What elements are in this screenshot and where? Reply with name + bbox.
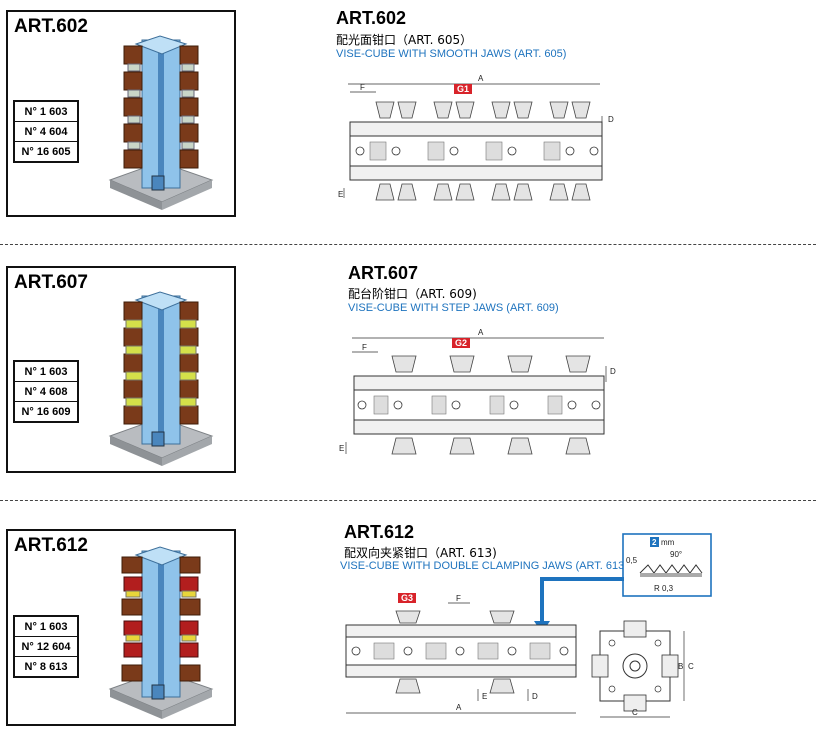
chinese-subtitle: 配双向夹紧钳口（ART. 613) <box>344 546 497 560</box>
technical-drawing: G3 F E D A <box>345 593 577 714</box>
g-badge: G1 <box>454 84 472 94</box>
card-title: ART.607 <box>14 272 88 293</box>
svg-text:G3: G3 <box>401 593 413 603</box>
dim-label-a: A <box>478 328 484 337</box>
dim-label-d: D <box>610 367 616 376</box>
part-row: N° 12 604 <box>13 636 79 657</box>
section-art607: ART.607 N° 1 603 N° 4 608 N° 16 609 <box>0 250 820 490</box>
section-art612: ART.612 N° 1 603 N° 12 604 N° 8 613 <box>0 505 820 731</box>
dim-label-e: E <box>339 444 344 453</box>
g-badge: G2 <box>452 338 470 348</box>
dim-label-f: F <box>362 343 367 352</box>
technical-drawing: A F G1 D E <box>338 74 614 201</box>
dim-label-e: E <box>482 692 487 701</box>
detail-depth: 0,5 <box>626 556 638 565</box>
section-title: ART.607 <box>348 263 419 283</box>
section-title: ART.602 <box>336 8 407 28</box>
section-art602: ART.602 N° 1 603 N° 4 604 N° 16 605 <box>0 0 820 240</box>
svg-text:G2: G2 <box>455 338 467 348</box>
vise-tower-image <box>108 291 214 466</box>
part-number-table: N° 1 603 N° 12 604 N° 8 613 <box>13 615 79 678</box>
detail-radius: R 0,3 <box>654 584 674 593</box>
dim-label-e: E <box>338 190 343 199</box>
detail-mm-value: 2 <box>652 538 657 547</box>
vise-tower-image <box>108 35 214 210</box>
part-number-table: N° 1 603 N° 4 604 N° 16 605 <box>13 100 79 163</box>
chinese-subtitle: 配光面钳口（ART. 605） <box>336 33 473 47</box>
dim-label-f: F <box>360 83 365 92</box>
dim-label-b: B <box>678 662 683 671</box>
dim-label-c-bottom: C <box>632 708 638 717</box>
svg-text:G1: G1 <box>457 84 469 94</box>
product-card: ART.612 N° 1 603 N° 12 604 N° 8 613 <box>6 529 236 726</box>
english-subtitle: VISE-CUBE WITH STEP JAWS (ART. 609) <box>348 302 559 314</box>
dim-label-a: A <box>456 703 462 712</box>
part-row: N° 4 608 <box>13 381 79 402</box>
dim-label-c: C <box>688 662 694 671</box>
part-row: N° 1 603 <box>13 615 79 637</box>
part-row: N° 16 609 <box>13 401 79 423</box>
english-subtitle: VISE-CUBE WITH SMOOTH JAWS (ART. 605) <box>336 48 567 60</box>
part-number-table: N° 1 603 N° 4 608 N° 16 609 <box>13 360 79 423</box>
part-row: N° 1 603 <box>13 360 79 382</box>
detail-angle: 90° <box>670 550 682 559</box>
section-title: ART.612 <box>344 522 415 542</box>
product-card: ART.607 N° 1 603 N° 4 608 N° 16 609 <box>6 266 236 473</box>
dim-label-a: A <box>478 74 484 83</box>
part-row: N° 1 603 <box>13 100 79 122</box>
dim-label-d: D <box>608 115 614 124</box>
card-title: ART.602 <box>14 16 88 37</box>
end-view-drawing: B C C <box>591 620 694 718</box>
detail-unit: mm <box>661 538 675 547</box>
technical-drawing: A F G2 D E <box>339 328 616 455</box>
dim-label-d: D <box>532 692 538 701</box>
vise-tower-image <box>108 546 214 719</box>
g-badge: G3 <box>398 593 416 603</box>
card-title: ART.612 <box>14 535 88 556</box>
section-divider <box>0 244 816 245</box>
section-divider <box>0 500 816 501</box>
english-subtitle: VISE-CUBE WITH DOUBLE CLAMPING JAWS (ART… <box>340 560 628 572</box>
product-card: ART.602 N° 1 603 N° 4 604 N° 16 605 <box>6 10 236 217</box>
chinese-subtitle: 配台阶钳口（ART. 609) <box>348 287 477 301</box>
dim-label-f: F <box>456 594 461 603</box>
part-row: N° 16 605 <box>13 141 79 163</box>
part-row: N° 4 604 <box>13 121 79 142</box>
part-row: N° 8 613 <box>13 656 79 678</box>
jaw-detail-inset: 2 mm 90° 0,5 R 0,3 <box>622 533 712 597</box>
